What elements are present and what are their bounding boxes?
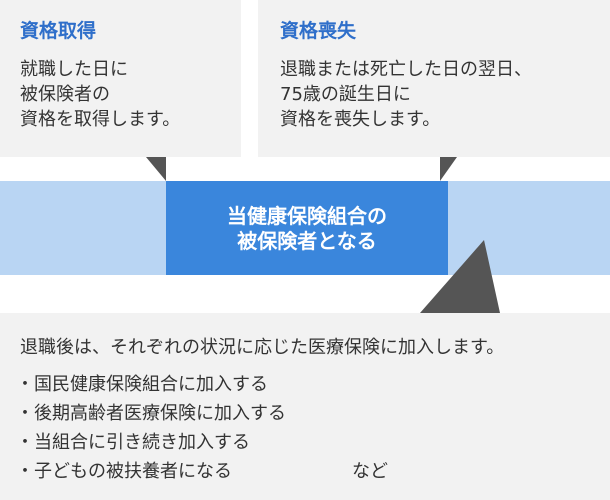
loss-pointer-arrow: [440, 157, 457, 181]
loss-description: 退職または死亡した日の翌日、 75歳の誕生日に 資格を喪失します。: [280, 57, 532, 132]
option-text: 後期高齢者医療保険に加入する: [34, 403, 286, 424]
bullet: ・: [16, 461, 34, 482]
bullet: ・: [16, 374, 34, 395]
after-retirement-pointer-arrow: [420, 240, 500, 313]
list-item: ・ 子どもの被扶養者になる など: [16, 457, 388, 486]
loss-title: 資格喪失: [280, 20, 357, 42]
acquisition-pointer-arrow: [146, 157, 166, 181]
insured-status-line: 当健康保険組合の: [227, 204, 387, 228]
list-item: ・ 後期高齢者医療保険に加入する: [16, 399, 286, 428]
acquisition-line: 就職した日に: [20, 59, 128, 80]
loss-box: 資格喪失 退職または死亡した日の翌日、 75歳の誕生日に 資格を喪失します。: [258, 0, 610, 157]
option-text: 子どもの被扶養者になる: [34, 461, 232, 482]
after-retirement-options: ・ 国民健康保険組合に加入する ・ 後期高齢者医療保険に加入する ・ 当組合に引…: [16, 370, 388, 486]
acquisition-description: 就職した日に 被保険者の 資格を取得します。: [20, 57, 180, 132]
option-text: 国民健康保険組合に加入する: [34, 374, 268, 395]
option-text: 当組合に引き続き加入する: [34, 432, 250, 453]
loss-line: 75歳の誕生日に: [280, 84, 411, 105]
insured-status-box: 当健康保険組合の 被保険者となる: [166, 181, 448, 275]
insured-status-line: 被保険者となる: [237, 229, 377, 253]
acquisition-line: 資格を取得します。: [20, 109, 181, 130]
acquisition-title: 資格取得: [20, 20, 97, 42]
bullet: ・: [16, 403, 34, 424]
acquisition-line: 被保険者の: [20, 84, 110, 105]
acquisition-box: 資格取得 就職した日に 被保険者の 資格を取得します。: [0, 0, 241, 157]
loss-line: 資格を喪失します。: [280, 109, 441, 130]
after-retirement-box: [0, 313, 610, 500]
bullet: ・: [16, 432, 34, 453]
list-item: ・ 当組合に引き続き加入する: [16, 428, 286, 457]
etc-suffix: など: [352, 461, 388, 482]
list-item: ・ 国民健康保険組合に加入する: [16, 370, 286, 399]
loss-line: 退職または死亡した日の翌日、: [280, 59, 532, 80]
after-retirement-intro: 退職後は、それぞれの状況に応じた医療保険に加入します。: [20, 337, 505, 358]
